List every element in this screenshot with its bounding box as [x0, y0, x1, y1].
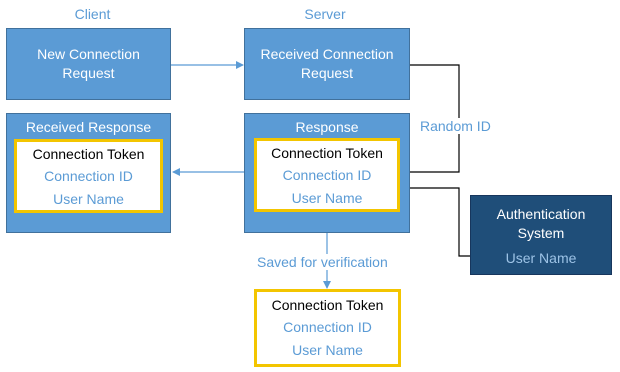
received-request-line1: Received Connection — [260, 46, 394, 62]
received-connection-request-node: Received Connection Request — [244, 28, 410, 100]
received-response-node: Received Response Connection Token Conne… — [6, 113, 171, 233]
response-node: Response Connection Token Connection ID … — [244, 113, 410, 233]
auth-user-name: User Name — [505, 250, 577, 266]
response-token-user-name: User Name — [291, 190, 363, 206]
received-token-title: Connection Token — [32, 146, 145, 162]
saved-token-connection-id: Connection ID — [283, 319, 372, 335]
server-column-label: Server — [304, 6, 346, 22]
new-request-line2: Request — [62, 65, 115, 81]
auth-title-line1: Authentication — [496, 206, 586, 222]
received-response-title: Received Response — [25, 119, 152, 135]
response-token-title: Connection Token — [271, 145, 383, 161]
received-token-user-name: User Name — [53, 191, 124, 207]
response-connection-token: Connection Token Connection ID User Name — [254, 138, 400, 212]
client-column-label: Client — [74, 6, 111, 22]
new-request-line1: New Connection — [37, 46, 140, 62]
response-token-connection-id: Connection ID — [282, 167, 372, 183]
saved-token-title: Connection Token — [271, 297, 384, 313]
received-request-line2: Request — [300, 65, 354, 81]
auth-title-line2: System — [517, 225, 565, 241]
saved-for-verification-label: Saved for verification — [255, 254, 390, 270]
response-title: Response — [295, 119, 359, 135]
random-id-label: Random ID — [418, 118, 493, 134]
auth-user-connector — [398, 184, 470, 257]
received-token-connection-id: Connection ID — [44, 168, 133, 184]
received-connection-token: Connection Token Connection ID User Name — [14, 139, 163, 213]
saved-token-user-name: User Name — [292, 342, 363, 358]
saved-connection-token: Connection Token Connection ID User Name — [254, 289, 401, 367]
new-connection-request-node: New Connection Request — [6, 28, 171, 100]
authentication-system-node: Authentication System User Name — [470, 195, 612, 275]
